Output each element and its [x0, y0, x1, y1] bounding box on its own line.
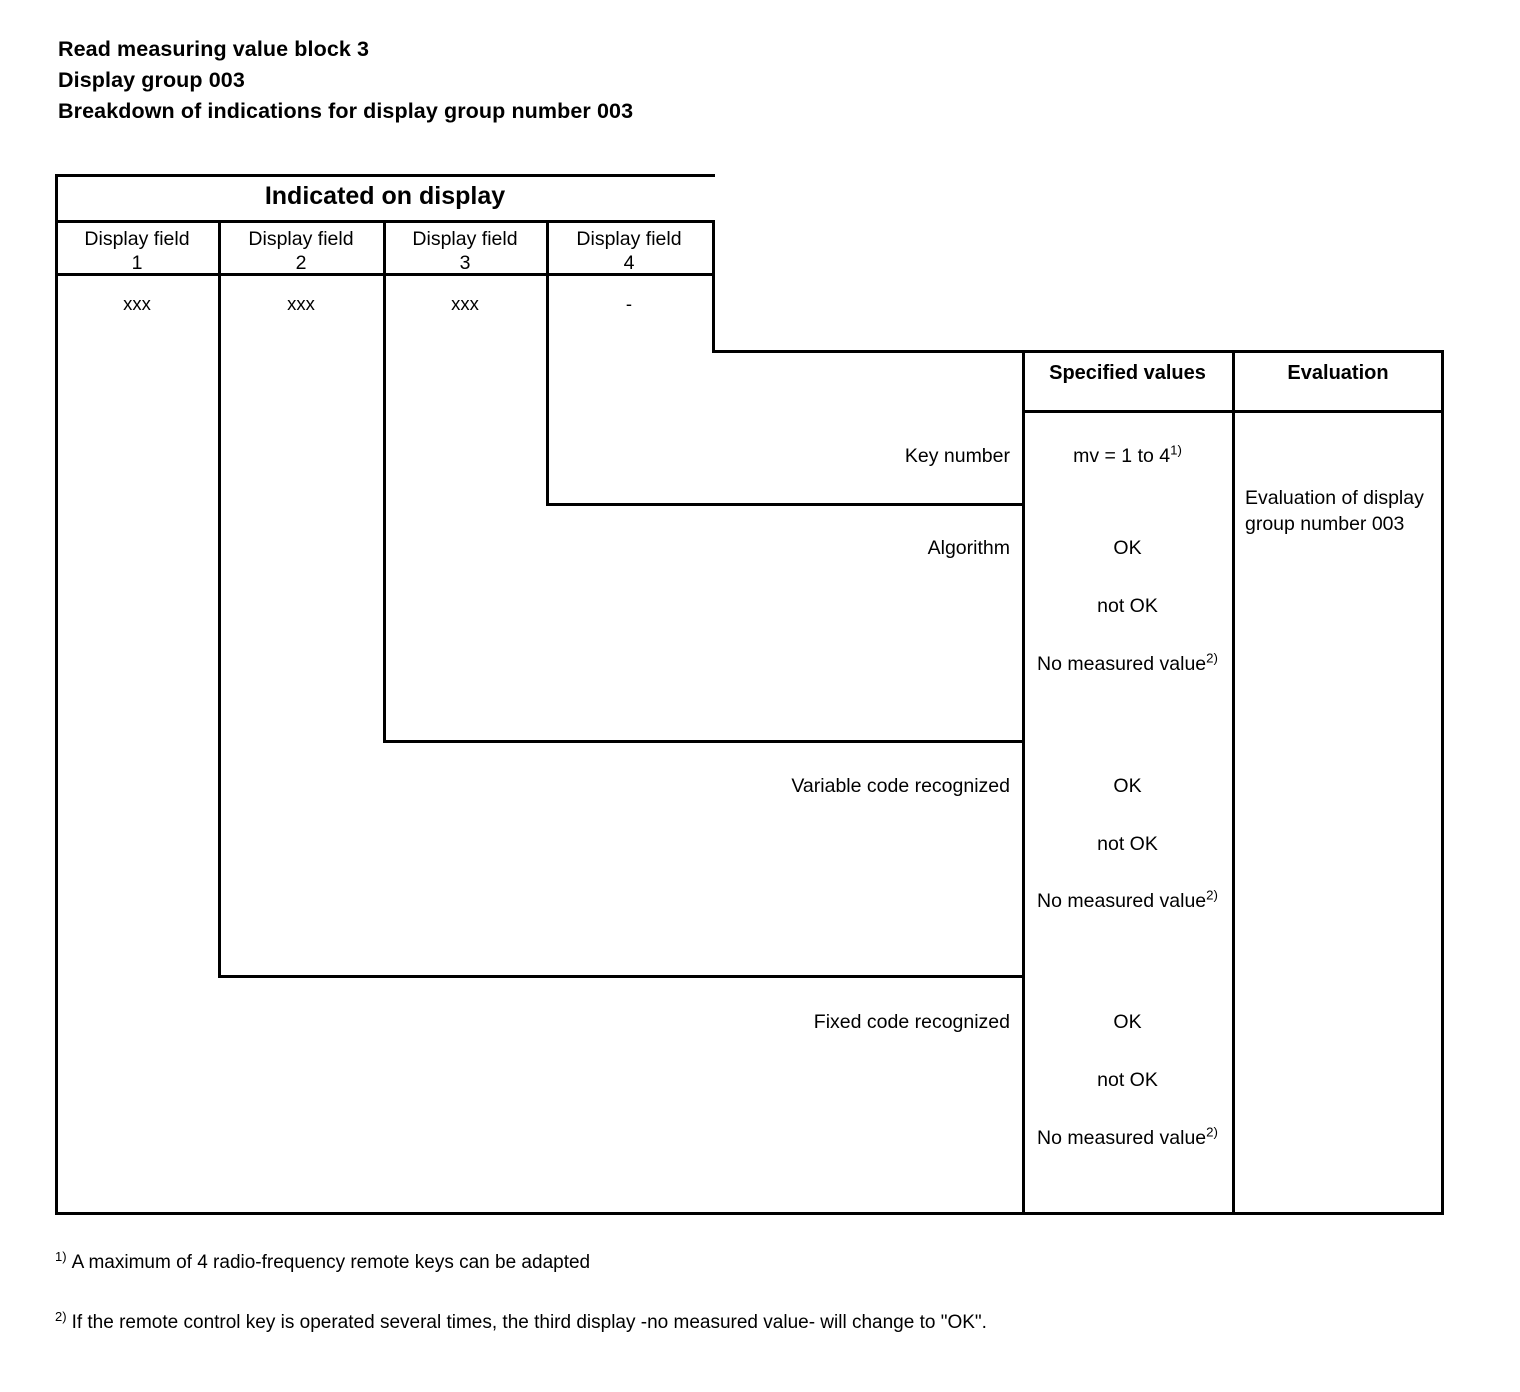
- display-field-3-number: 3: [459, 252, 471, 274]
- display-field-4-label: Display field: [576, 228, 682, 250]
- rule-outer-left: [55, 174, 58, 1215]
- footnote-1-text: A maximum of 4 radio-frequency remote ke…: [71, 1252, 591, 1273]
- row-fixed-code-value-3: No measured value2): [1025, 1124, 1230, 1151]
- display-field-2-label: Display field: [248, 228, 354, 250]
- row-label-variable-code: Variable code recognized: [791, 775, 1010, 797]
- key-number-range: mv = 1 to 4: [1073, 445, 1171, 467]
- row-variable-code-value-1: OK: [1113, 775, 1142, 797]
- rule-step1-vertical: [546, 220, 549, 506]
- display-field-1-header: Display field 1: [58, 227, 216, 275]
- indicated-on-display-banner: Indicated on display: [264, 182, 506, 210]
- display-field-4-number: 4: [623, 252, 635, 274]
- rule-step3-horizontal: [218, 975, 1025, 978]
- rule-step1-horizontal: [546, 503, 1025, 506]
- rule-step0-vertical: [712, 220, 715, 353]
- display-field-2-value: xxx: [287, 293, 315, 314]
- row-label-fixed-code: Fixed code recognized: [813, 1011, 1010, 1033]
- row-variable-code-footnote-mark: 2): [1206, 887, 1218, 903]
- specified-values-header: Specified values: [1049, 362, 1206, 384]
- display-field-3-label: Display field: [412, 228, 518, 250]
- display-field-1-number: 1: [131, 252, 143, 274]
- rule-step3-vertical: [218, 220, 221, 978]
- heading-line-3: Breakdown of indications for display gro…: [58, 99, 634, 123]
- footnote-2: 2)If the remote control key is operated …: [55, 1307, 1045, 1338]
- rule-table-bottom: [55, 1212, 1444, 1215]
- display-field-1-value: xxx: [123, 293, 151, 314]
- row-algorithm-value-2: not OK: [1097, 595, 1158, 617]
- row-key-number-value-1: mv = 1 to 41): [1025, 442, 1230, 469]
- row-algorithm-value-3: No measured value2): [1025, 650, 1230, 677]
- row-label-key-number: Key number: [904, 445, 1010, 467]
- rule-outer-right: [1441, 350, 1444, 1215]
- row-algorithm-value-1: OK: [1113, 537, 1142, 559]
- evaluation-header: Evaluation: [1287, 362, 1389, 384]
- display-field-4-value: -: [625, 293, 633, 314]
- display-field-3-value: xxx: [451, 293, 479, 314]
- key-number-footnote-mark: 1): [1170, 442, 1182, 458]
- row-label-algorithm: Algorithm: [927, 537, 1010, 559]
- display-field-4-header: Display field 4: [549, 227, 709, 275]
- row-variable-code-value-3: No measured value2): [1025, 887, 1230, 914]
- rule-specified-left: [1022, 350, 1025, 1215]
- row-fixed-code-footnote-mark: 2): [1206, 1124, 1218, 1140]
- page-title: Read measuring value block 3 Display gro…: [58, 34, 1158, 127]
- evaluation-body-text: Evaluation of display group number 003: [1245, 487, 1424, 535]
- row-variable-code-value-2: not OK: [1097, 833, 1158, 855]
- display-field-2-number: 2: [295, 252, 307, 274]
- row-fixed-code-value-3-text: No measured value: [1037, 1127, 1207, 1149]
- heading-line-1: Read measuring value block 3: [58, 37, 370, 61]
- row-fixed-code-value-2: not OK: [1097, 1069, 1158, 1091]
- display-field-3-header: Display field 3: [386, 227, 544, 275]
- footnote-1-mark: 1): [55, 1248, 67, 1264]
- display-field-1-label: Display field: [84, 228, 190, 250]
- footnote-1: 1)A maximum of 4 radio-frequency remote …: [55, 1247, 1155, 1278]
- display-field-2-header: Display field 2: [221, 227, 381, 275]
- row-algorithm-value-3-text: No measured value: [1037, 653, 1207, 675]
- rule-evaluation-left: [1232, 350, 1235, 1215]
- rule-banner-top: [55, 174, 715, 177]
- footnote-2-text: If the remote control key is operated se…: [71, 1312, 987, 1333]
- rule-step2-horizontal: [383, 740, 1025, 743]
- row-variable-code-value-3-text: No measured value: [1037, 890, 1207, 912]
- row-algorithm-footnote-mark: 2): [1206, 650, 1218, 666]
- rule-step0-horizontal: [712, 350, 1025, 353]
- heading-line-2: Display group 003: [58, 68, 245, 92]
- footnote-2-mark: 2): [55, 1308, 67, 1324]
- rule-step2-vertical: [383, 220, 386, 743]
- row-fixed-code-value-1: OK: [1113, 1011, 1142, 1033]
